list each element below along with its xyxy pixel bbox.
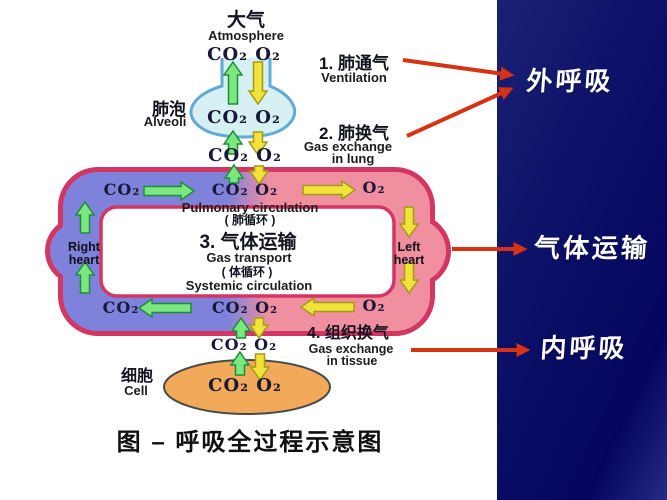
co2-up-arrow-from-cell	[229, 350, 251, 376]
o2-bottom-right: O₂	[362, 296, 386, 315]
pulmonary-circulation-en: Pulmonary circulation	[181, 200, 319, 215]
arrow-ventilation-to-external	[402, 58, 515, 81]
step2-sub1: Gas exchange	[303, 139, 393, 154]
gas-pair-atmosphere: CO₂ O₂	[207, 44, 281, 65]
step4-sub2: in tissue	[326, 354, 378, 368]
co2-bottom-left: CO₂	[102, 298, 140, 317]
alveoli-label-en: Alveoli	[143, 114, 187, 129]
co2-up-arrow-into-loop	[230, 316, 252, 339]
gas-pair-alveolus: CO₂ O₂	[207, 107, 281, 128]
o2-down-arrow-into-loop	[248, 165, 270, 186]
step1-title: 1. 肺通气	[319, 54, 389, 73]
alveolus-shape	[189, 58, 297, 139]
figure-caption: 图 – 呼吸全过程示意图	[116, 429, 384, 456]
co2-up-arrow-alveolus	[222, 129, 244, 155]
co2-right-arrow-top-rail	[143, 180, 196, 202]
step3-sub: Gas transport	[206, 250, 292, 265]
vein-up-arrow-upper	[74, 200, 96, 234]
o2-arrows	[247, 61, 420, 382]
internal-respiration-label: 内呼吸	[539, 333, 629, 363]
step3-title: 3. 气体运输	[199, 232, 297, 253]
o2-left-arrow-bottom-rail	[299, 296, 355, 318]
alveolus-border	[189, 58, 297, 139]
o2-down-arrow-from-loop	[248, 317, 270, 340]
left-heart-line2: heart	[393, 253, 425, 267]
gas-pair-bottom-rail: CO₂ O₂	[211, 298, 279, 317]
o2-down-arrow-neck	[247, 61, 269, 106]
step4-title: 4. 组织换气	[307, 325, 389, 342]
circulation-loop	[45, 167, 451, 336]
co2-arrows	[74, 60, 252, 376]
co2-top-left: CO₂	[103, 180, 141, 199]
arrow-lung-exchange-to-external	[406, 87, 514, 138]
external-respiration-label: 外呼吸	[525, 66, 615, 96]
co2-up-arrow-from-loop	[223, 163, 245, 184]
o2-down-arrow-alveolus	[247, 131, 269, 157]
gas-pair-below-loop: CO₂ O₂	[210, 335, 278, 354]
systemic-circulation-zh: ( 体循环 )	[221, 265, 273, 279]
right-heart-label: Right heart	[68, 241, 100, 267]
gas-pair-top-rail: CO₂ O₂	[211, 180, 279, 199]
atmosphere-label-zh: 大气	[226, 10, 266, 31]
pulmonary-circulation-zh: ( 肺循环 )	[224, 213, 276, 227]
cell-shape	[163, 359, 331, 415]
gas-pair-below-alveolus: CO₂ O₂	[208, 145, 282, 166]
step4-sub1: Gas exchange	[308, 342, 394, 356]
annotation-arrows	[402, 58, 531, 357]
step2-title: 2. 肺换气	[319, 124, 389, 143]
o2-top-right: O₂	[362, 178, 386, 197]
cell-label-en: Cell	[124, 383, 148, 398]
right-heart-line2: heart	[68, 253, 100, 267]
co2-left-arrow-bottom-rail	[137, 297, 192, 319]
alveoli-label-zh: 肺泡	[152, 100, 186, 119]
step2-sub2: in lung	[331, 151, 375, 166]
systemic-circulation-en: Systemic circulation	[185, 278, 313, 293]
artery-down-arrow-lower	[398, 262, 420, 295]
vein-up-arrow-lower	[74, 260, 96, 294]
gas-transport-label: 气体运输	[532, 233, 652, 263]
right-heart-line1: Right	[68, 240, 100, 254]
artery-down-arrow-upper	[398, 206, 420, 239]
cell-label-zh: 细胞	[120, 368, 154, 385]
o2-right-arrow-top-rail	[302, 179, 357, 201]
loop-inner-hole	[99, 205, 396, 298]
co2-up-arrow-neck	[222, 60, 244, 105]
o2-down-arrow-into-cell	[249, 353, 271, 382]
left-heart-label: Left heart	[394, 241, 425, 267]
step1-sub: Ventilation	[321, 70, 387, 85]
left-heart-line1: Left	[397, 240, 421, 254]
gas-pair-cell: CO₂ O₂	[208, 375, 282, 396]
atmosphere-label-en: Atmosphere	[208, 28, 284, 43]
